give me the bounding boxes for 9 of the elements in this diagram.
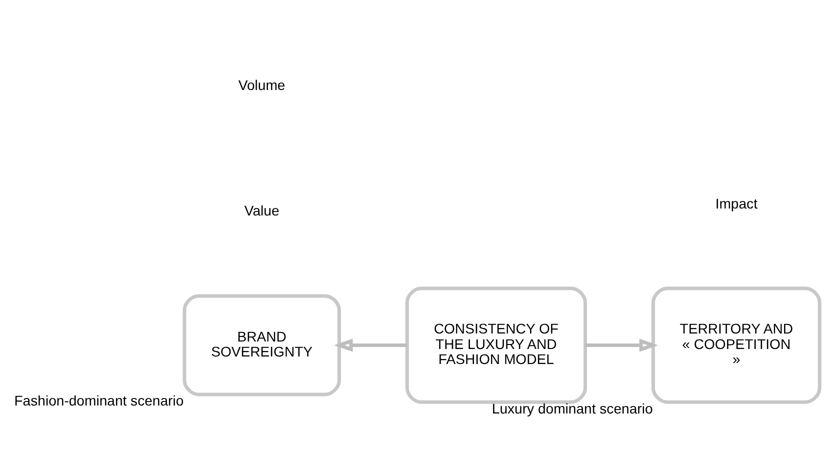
label: Impact <box>715 195 758 212</box>
node-box: CONSISTENCY OF THE LUXURY AND FASHION MODEL <box>405 286 587 404</box>
label: Value <box>244 202 280 218</box>
label: Volume <box>238 76 286 93</box>
node-label: Fashion-dominant scenario <box>14 392 184 409</box>
node-box: TERRITORY AND « COOPETITION » <box>651 286 822 404</box>
arrow <box>585 338 658 352</box>
node-box: BRAND SOVEREIGNTY <box>182 294 341 396</box>
arrow <box>334 338 407 352</box>
